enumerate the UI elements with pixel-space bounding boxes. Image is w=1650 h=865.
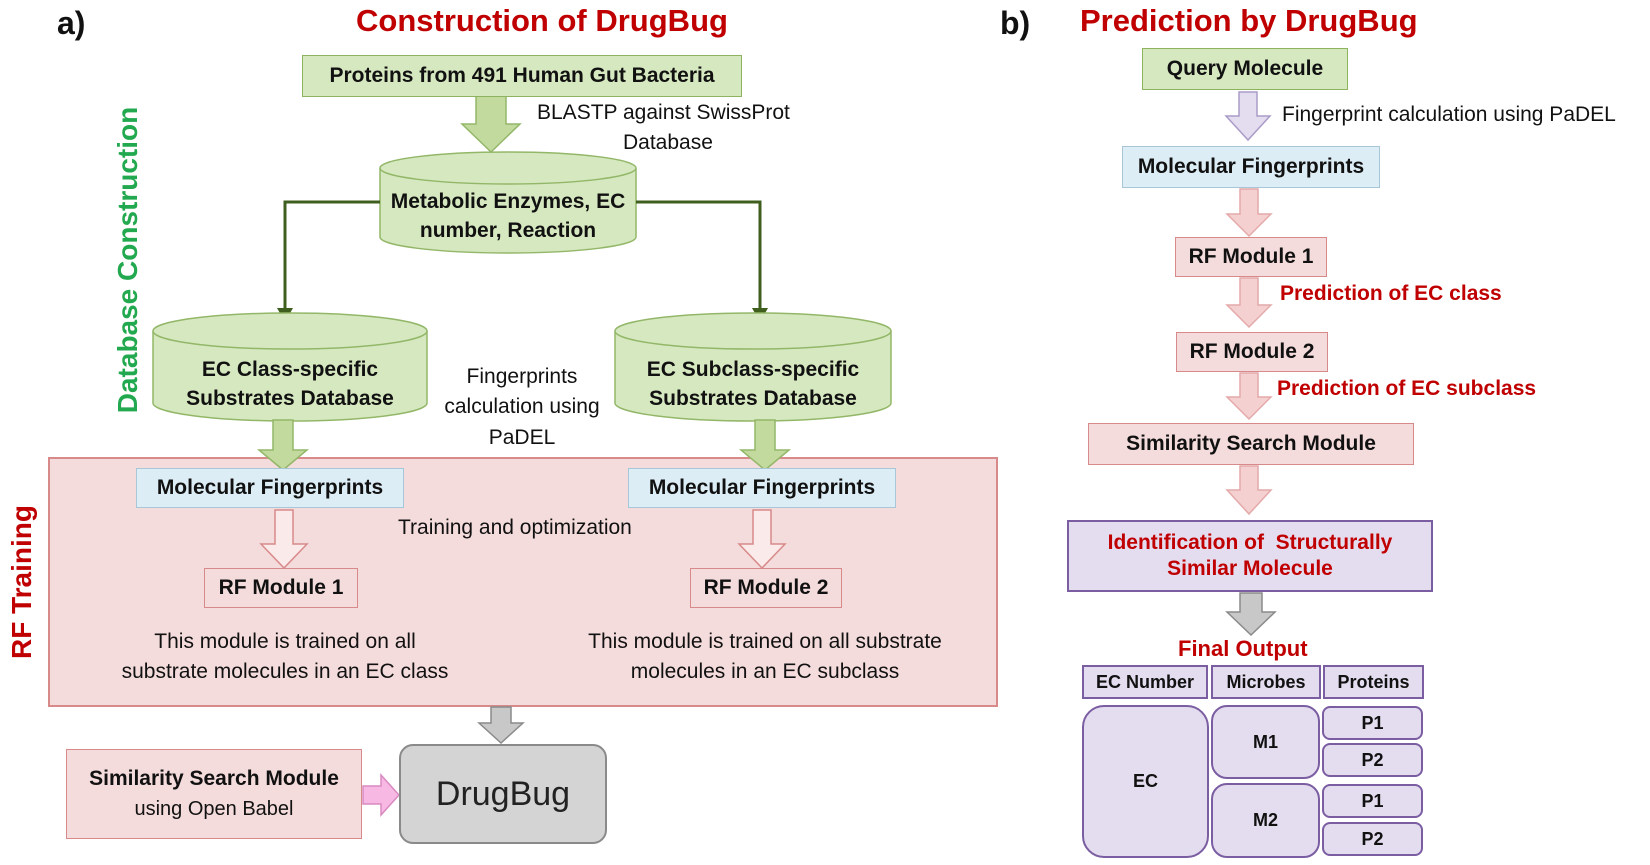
arrow-sim-to-ident-b: [1225, 465, 1273, 516]
side-label-rf-training: RF Training: [6, 505, 37, 659]
panel-a-title: Construction of DrugBug: [356, 3, 728, 38]
rf2-desc-line-1: This module is trained on all substrate: [588, 630, 942, 653]
arrow-fp-to-rf1-b: [1225, 188, 1273, 238]
arrow-sim-to-drugbug: [362, 773, 401, 817]
header-proteins: Proteins: [1323, 665, 1424, 699]
rf1-desc-line-2: substrate molecules in an EC class: [121, 660, 449, 684]
arrow-subclass-db-to-fp: [738, 419, 792, 471]
enzymes-label: Metabolic Enzymes, EC number, Reaction: [380, 186, 636, 246]
fp-calc-line-2: calculation using: [444, 395, 600, 419]
sim-line-2: using Open Babel: [134, 797, 294, 820]
rf1-desc-line-1: This module is trained on all: [154, 630, 416, 653]
query-molecule-box: Query Molecule: [1142, 48, 1348, 90]
rf-module-1-b-box: RF Module 1: [1175, 237, 1327, 277]
similarity-search-b-box: Similarity Search Module: [1088, 423, 1414, 465]
training-label: Training and optimization: [398, 516, 632, 539]
microbe-m2-cell: M2: [1211, 783, 1320, 858]
panel-b-title: Prediction by DrugBug: [1080, 3, 1418, 38]
panel-a-label: a): [57, 5, 86, 41]
enzymes-line-2: number, Reaction: [419, 219, 597, 242]
rf-module-2-box: RF Module 2: [690, 568, 842, 608]
fp-calc-line-1: Fingerprints: [466, 365, 578, 388]
protein-p2-m2-cell: P2: [1322, 822, 1423, 856]
protein-p1-m1-cell: P1: [1322, 706, 1423, 740]
identification-box: Identification of Structurally Similar M…: [1067, 520, 1433, 592]
mol-fp-b-box: Molecular Fingerprints: [1122, 146, 1380, 188]
arrow-proteins-to-enzymes: [460, 95, 522, 154]
drugbug-box: DrugBug: [399, 744, 607, 844]
arrow-fp-to-rf1: [259, 509, 309, 570]
connector-enzymes-to-subclass-db: [636, 200, 762, 312]
ec-cell: EC: [1082, 705, 1209, 858]
pred-class-label: Prediction of EC class: [1280, 282, 1502, 305]
arrow-fp-to-rf2: [737, 509, 787, 570]
arrow-training-to-drugbug: [477, 706, 525, 745]
class-db-line-2: Substrates Database: [186, 387, 394, 410]
protein-p2-m1-cell: P2: [1322, 743, 1423, 777]
rf-module-2-b-box: RF Module 2: [1176, 332, 1328, 372]
side-label-database-construction: Database Construction: [112, 106, 143, 414]
fp-calc-b-label: Fingerprint calculation using PaDEL: [1282, 103, 1616, 126]
connector-enzymes-to-class-db: [283, 200, 380, 312]
class-db-line-1: EC Class-specific: [201, 357, 379, 381]
arrow-rf2-to-sim-b: [1225, 372, 1273, 421]
final-output-label: Final Output: [1178, 636, 1308, 661]
ident-line-2: Similar Molecule: [1167, 557, 1333, 580]
pred-subclass-label: Prediction of EC subclass: [1277, 377, 1537, 400]
rf1-desc: This module is trained on all substrate …: [100, 627, 470, 688]
sim-line-1: Similarity Search Module: [89, 767, 339, 791]
ident-line-1: Identification of Structurally: [1107, 530, 1393, 554]
panel-b-label: b): [1000, 5, 1031, 41]
rf-module-1-box: RF Module 1: [204, 568, 358, 608]
rf2-desc: This module is trained on all substrate …: [555, 627, 975, 688]
header-microbes: Microbes: [1211, 665, 1321, 699]
subclass-db-cylinder: [614, 312, 892, 422]
rf2-desc-line-2: molecules in an EC subclass: [630, 660, 900, 684]
subclass-db-line-2: Substrates Database: [649, 387, 857, 410]
enzymes-line-1: Metabolic Enzymes, EC: [390, 189, 626, 213]
fp-calc-label: Fingerprints calculation using PaDEL: [437, 362, 607, 453]
subclass-db-line-1: EC Subclass-specific: [646, 357, 860, 381]
proteins-box: Proteins from 491 Human Gut Bacteria: [302, 55, 742, 97]
header-ec-number: EC Number: [1082, 665, 1208, 699]
microbe-m1-cell: M1: [1211, 705, 1320, 779]
class-db-cylinder: [152, 312, 428, 422]
blastp-label-2: Database: [623, 131, 713, 154]
mol-fp-box-1: Molecular Fingerprints: [136, 468, 404, 508]
arrow-rf1-to-rf2-b: [1225, 277, 1273, 329]
arrow-class-db-to-fp: [256, 419, 310, 471]
similarity-search-box: Similarity Search Module using Open Babe…: [66, 749, 362, 839]
blastp-label: BLASTP against SwissProt: [537, 101, 790, 124]
protein-p1-m2-cell: P1: [1322, 784, 1423, 818]
arrow-ident-to-final-b: [1225, 592, 1277, 637]
mol-fp-box-2: Molecular Fingerprints: [628, 468, 896, 508]
fp-calc-line-3: PaDEL: [488, 425, 556, 449]
enzymes-cylinder: [379, 151, 637, 254]
arrow-query-to-fp: [1224, 91, 1272, 142]
